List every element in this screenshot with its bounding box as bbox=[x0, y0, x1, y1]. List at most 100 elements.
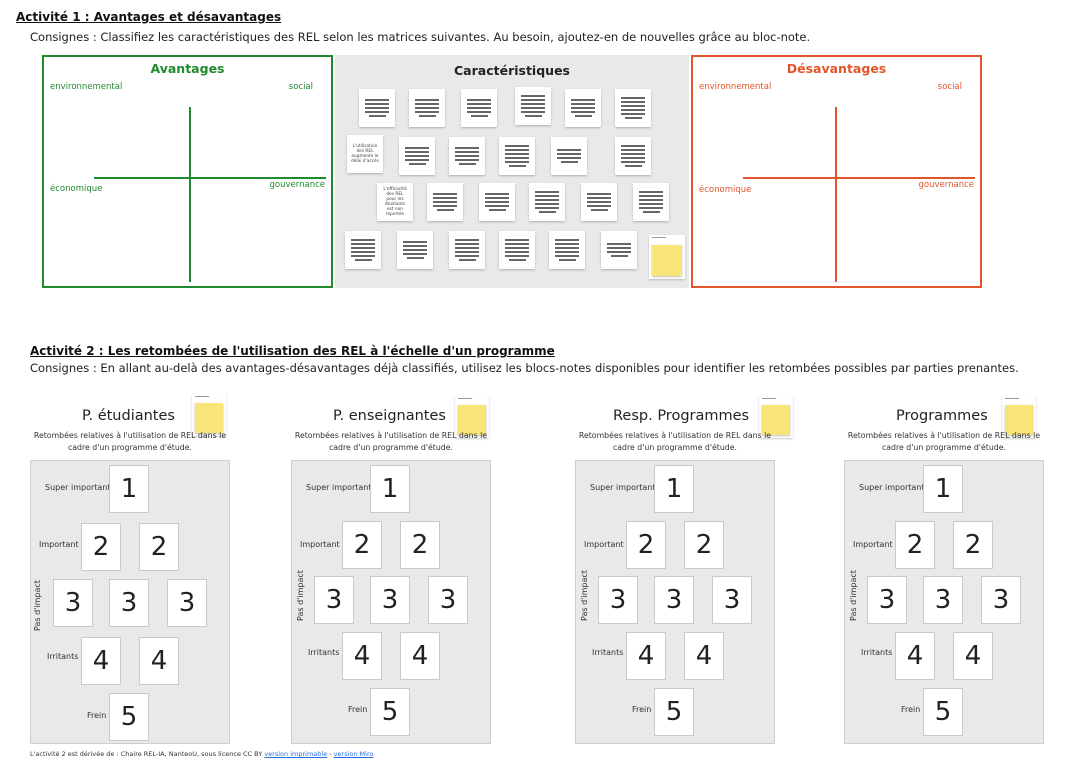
rank-box-4[interactable]: 4 bbox=[684, 632, 724, 680]
impact-panel: Super important Important Pas d'impact I… bbox=[844, 460, 1044, 744]
row-label-no-impact: Pas d'impact bbox=[849, 570, 858, 621]
characteristic-card[interactable] bbox=[359, 89, 395, 127]
characteristic-card[interactable] bbox=[499, 231, 535, 269]
characteristic-card[interactable] bbox=[499, 137, 535, 175]
stakeholder-subtitle: Retombées relatives à l'utilisation de R… bbox=[847, 431, 1041, 452]
rank-box-2[interactable]: 2 bbox=[953, 521, 993, 569]
rank-box-4[interactable]: 4 bbox=[626, 632, 666, 680]
rank-box-2[interactable]: 2 bbox=[684, 521, 724, 569]
characteristic-card[interactable] bbox=[565, 89, 601, 127]
rank-box-3[interactable]: 3 bbox=[598, 576, 638, 624]
rank-box-3[interactable]: 3 bbox=[923, 576, 963, 624]
rank-box-1[interactable]: 1 bbox=[923, 465, 963, 513]
row-label-no-impact: Pas d'impact bbox=[33, 580, 42, 631]
sticky-note[interactable] bbox=[652, 245, 682, 276]
rank-box-3[interactable]: 3 bbox=[867, 576, 907, 624]
characteristic-card[interactable] bbox=[515, 87, 551, 125]
rank-box-2[interactable]: 2 bbox=[139, 523, 179, 571]
characteristic-card[interactable] bbox=[581, 183, 617, 221]
rank-box-3[interactable]: 3 bbox=[654, 576, 694, 624]
rank-box-3[interactable]: 3 bbox=[109, 579, 149, 627]
characteristic-card[interactable] bbox=[615, 89, 651, 127]
sticky-note-pad[interactable] bbox=[1002, 396, 1036, 438]
characteristics-area: Caractéristiques L'utilisation des REL a… bbox=[335, 55, 689, 288]
characteristic-card[interactable] bbox=[479, 183, 515, 221]
sticky-note[interactable] bbox=[762, 405, 790, 435]
printable-version-link[interactable]: version imprimable bbox=[264, 750, 328, 758]
sticky-note-pad[interactable] bbox=[649, 235, 685, 279]
disadvantages-economic-label: économique bbox=[699, 185, 752, 195]
row-label-brake: Frein bbox=[87, 711, 107, 720]
rank-box-3[interactable]: 3 bbox=[370, 576, 410, 624]
rank-box-2[interactable]: 2 bbox=[895, 521, 935, 569]
rank-box-3[interactable]: 3 bbox=[314, 576, 354, 624]
rank-box-1[interactable]: 1 bbox=[109, 465, 149, 513]
rank-box-2[interactable]: 2 bbox=[626, 521, 666, 569]
characteristic-card[interactable] bbox=[449, 137, 485, 175]
advantages-environmental-label: environnemental bbox=[50, 82, 123, 92]
sticky-note[interactable] bbox=[195, 403, 223, 433]
sticky-note-pad[interactable] bbox=[455, 396, 489, 438]
rank-box-4[interactable]: 4 bbox=[342, 632, 382, 680]
rank-box-5[interactable]: 5 bbox=[109, 693, 149, 741]
rank-box-2[interactable]: 2 bbox=[400, 521, 440, 569]
rank-box-3[interactable]: 3 bbox=[428, 576, 468, 624]
characteristic-card[interactable] bbox=[529, 183, 565, 221]
characteristic-card[interactable] bbox=[345, 231, 381, 269]
characteristic-card[interactable] bbox=[397, 231, 433, 269]
stakeholder-program-managers: Resp. Programmes Retombées relatives à l… bbox=[575, 394, 793, 746]
rank-box-4[interactable]: 4 bbox=[953, 632, 993, 680]
rank-box-3[interactable]: 3 bbox=[712, 576, 752, 624]
row-label-brake: Frein bbox=[901, 705, 921, 714]
characteristic-card[interactable] bbox=[633, 183, 669, 221]
impact-panel: Super important Important Pas d'impact I… bbox=[291, 460, 491, 744]
link-separator: - bbox=[327, 750, 334, 758]
attribution-footer: L'activité 2 est dérivée de : Chaire REL… bbox=[30, 750, 373, 758]
characteristic-card[interactable] bbox=[461, 89, 497, 127]
disadvantages-matrix[interactable]: Désavantages environnemental social écon… bbox=[691, 55, 982, 288]
miro-version-link[interactable]: version Miro bbox=[333, 750, 374, 758]
characteristic-card-text[interactable]: L'utilisation des REL augmente le délai … bbox=[347, 135, 383, 173]
activity2-instructions: Consignes : En allant au-delà des avanta… bbox=[30, 361, 1019, 375]
advantages-matrix[interactable]: Avantages environnemental social économi… bbox=[42, 55, 333, 288]
rank-box-5[interactable]: 5 bbox=[654, 688, 694, 736]
characteristic-card[interactable] bbox=[449, 231, 485, 269]
rank-box-2[interactable]: 2 bbox=[81, 523, 121, 571]
rank-box-4[interactable]: 4 bbox=[400, 632, 440, 680]
sticky-note[interactable] bbox=[458, 405, 486, 435]
advantages-title: Avantages bbox=[150, 61, 225, 76]
characteristic-card[interactable] bbox=[549, 231, 585, 269]
row-label-irritants: Irritants bbox=[861, 648, 893, 657]
stakeholder-title: P. enseignantes bbox=[333, 408, 446, 424]
rank-box-5[interactable]: 5 bbox=[370, 688, 410, 736]
characteristic-card[interactable] bbox=[399, 137, 435, 175]
advantages-social-label: social bbox=[288, 82, 313, 92]
characteristic-card[interactable] bbox=[551, 137, 587, 175]
rank-box-5[interactable]: 5 bbox=[923, 688, 963, 736]
characteristic-card-text[interactable]: L'efficacité des REL pour les étudiants … bbox=[377, 183, 413, 221]
sticky-note-pad[interactable] bbox=[759, 396, 793, 438]
characteristic-card[interactable] bbox=[601, 231, 637, 269]
row-label-important: Important bbox=[853, 540, 893, 549]
attribution-text: L'activité 2 est dérivée de : Chaire REL… bbox=[30, 750, 263, 758]
stakeholder-students: P. étudiantes Retombées relatives à l'ut… bbox=[30, 394, 230, 746]
row-label-brake: Frein bbox=[632, 705, 652, 714]
characteristic-card[interactable] bbox=[615, 137, 651, 175]
rank-box-4[interactable]: 4 bbox=[81, 637, 121, 685]
rank-box-3[interactable]: 3 bbox=[167, 579, 207, 627]
rank-box-4[interactable]: 4 bbox=[139, 637, 179, 685]
activity2-heading: Activité 2 : Les retombées de l'utilisat… bbox=[30, 344, 555, 358]
rank-box-4[interactable]: 4 bbox=[895, 632, 935, 680]
stakeholder-programs: Programmes Retombées relatives à l'utili… bbox=[844, 394, 1044, 746]
sticky-note[interactable] bbox=[1005, 405, 1033, 435]
rank-box-2[interactable]: 2 bbox=[342, 521, 382, 569]
rank-box-3[interactable]: 3 bbox=[53, 579, 93, 627]
rank-box-1[interactable]: 1 bbox=[654, 465, 694, 513]
stakeholder-title: P. étudiantes bbox=[82, 408, 175, 424]
advantages-governance-label: gouvernance bbox=[269, 180, 325, 190]
characteristic-card[interactable] bbox=[427, 183, 463, 221]
characteristic-card[interactable] bbox=[409, 89, 445, 127]
rank-box-1[interactable]: 1 bbox=[370, 465, 410, 513]
rank-box-3[interactable]: 3 bbox=[981, 576, 1021, 624]
sticky-note-pad[interactable] bbox=[192, 394, 226, 436]
